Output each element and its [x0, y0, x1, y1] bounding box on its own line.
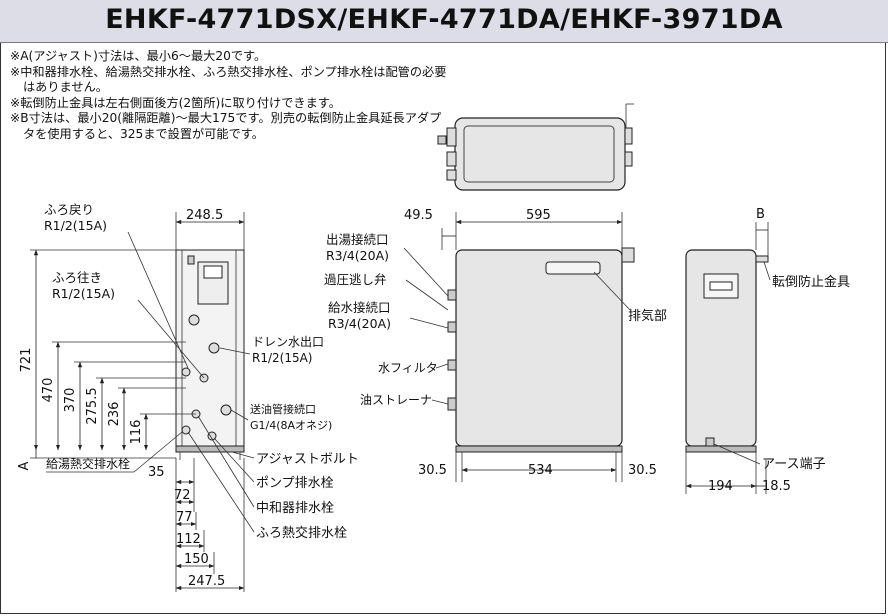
water-filter-label: 水フィルタ	[378, 361, 438, 375]
callout-adjust-bolt: アジャストボルト	[256, 452, 359, 467]
note-3: ※転倒防止金具は左右側面後方(2箇所)に取り付けできます。	[10, 95, 341, 110]
water-in-label: 給水接続口	[328, 300, 391, 315]
page-title: EHKF-4771DSX/EHKF-4771DA/EHKF-3971DA	[105, 4, 783, 35]
side-view: 248.5 721 470 370 275.5	[17, 202, 359, 592]
dim-35: 35	[148, 465, 165, 480]
front-offset: 49.5	[404, 208, 433, 223]
front-width: 595	[526, 208, 551, 223]
furo-return-label: ふろ戻り	[44, 202, 94, 217]
furo-go-label: ふろ往き	[52, 270, 102, 285]
oil-strainer-label: 油ストレーナ	[360, 393, 432, 407]
dim-a: A	[17, 461, 32, 470]
earth-label: アース端子	[762, 457, 826, 472]
dim-72: 72	[174, 488, 191, 503]
callout-furo-hx-drain: ふろ熱交排水栓	[256, 525, 347, 541]
dim-112: 112	[176, 532, 201, 547]
hot-water-drain-label: 給湯熱交排水栓	[46, 456, 130, 471]
right-view: B 転倒防止金具 アース端子 194 18.5	[685, 207, 850, 494]
dim-116: 116	[129, 420, 144, 445]
water-in-spec: R3/4(20A)	[328, 316, 391, 331]
right-dim-194: 194	[708, 479, 733, 494]
dim-247-5: 247.5	[188, 574, 225, 589]
furo-go-spec: R1/2(15A)	[52, 286, 115, 301]
callout-pump-drain: ポンプ排水栓	[256, 476, 334, 491]
dim-150: 150	[184, 552, 209, 567]
anti-tip-label: 転倒防止金具	[772, 274, 850, 290]
dim-470: 470	[41, 378, 56, 403]
dim-b: B	[756, 207, 765, 222]
relief-valve-label: 過圧逃し弁	[324, 272, 387, 287]
dim-77: 77	[176, 510, 193, 525]
notes-block: ※A(アジャスト)寸法は、最小6～最大20です。 ※中和器排水栓、給湯熱交排水栓…	[10, 49, 450, 143]
front-dim-center: 534	[528, 463, 553, 478]
exhaust-label: 排気部	[628, 308, 667, 324]
note-4: ※B寸法は、最小20(離隔距離)～最大175です。別売の転倒防止金具延長アダプタ…	[10, 111, 442, 141]
oil-supply-spec: G1/4(8Aオネジ)	[250, 419, 332, 432]
hot-out-spec: R3/4(20A)	[326, 248, 389, 263]
dim-721: 721	[19, 348, 34, 373]
drain-outlet-label: ドレン水出口	[252, 335, 324, 349]
front-dim-right: 30.5	[628, 463, 657, 478]
dim-370: 370	[63, 388, 78, 413]
side-width-top: 248.5	[186, 208, 223, 223]
note-2: ※中和器排水栓、給湯熱交排水栓、ふろ熱交排水栓、ポンプ排水栓は配管の必要はありま…	[10, 64, 447, 95]
front-dim-left: 30.5	[418, 463, 447, 478]
note-1: ※A(アジャスト)寸法は、最小6～最大20です。	[10, 49, 267, 63]
title-bar: EHKF-4771DSX/EHKF-4771DA/EHKF-3971DA	[0, 0, 888, 43]
hot-out-label: 出湯接続口	[326, 232, 389, 247]
dim-275-5: 275.5	[85, 387, 100, 424]
furo-return-spec: R1/2(15A)	[44, 218, 107, 233]
drain-outlet-spec: R1/2(15A)	[252, 351, 313, 365]
oil-supply-label: 送油管接続口	[250, 402, 316, 416]
top-view	[437, 103, 634, 191]
front-view: 595 49.5 出湯接続口 R3/4(20A) 過圧逃し弁 給水接続口 R3/…	[324, 208, 667, 482]
right-dim-18-5: 18.5	[762, 479, 791, 494]
callout-neutralizer-drain: 中和器排水栓	[256, 501, 334, 516]
dim-236: 236	[107, 402, 122, 427]
